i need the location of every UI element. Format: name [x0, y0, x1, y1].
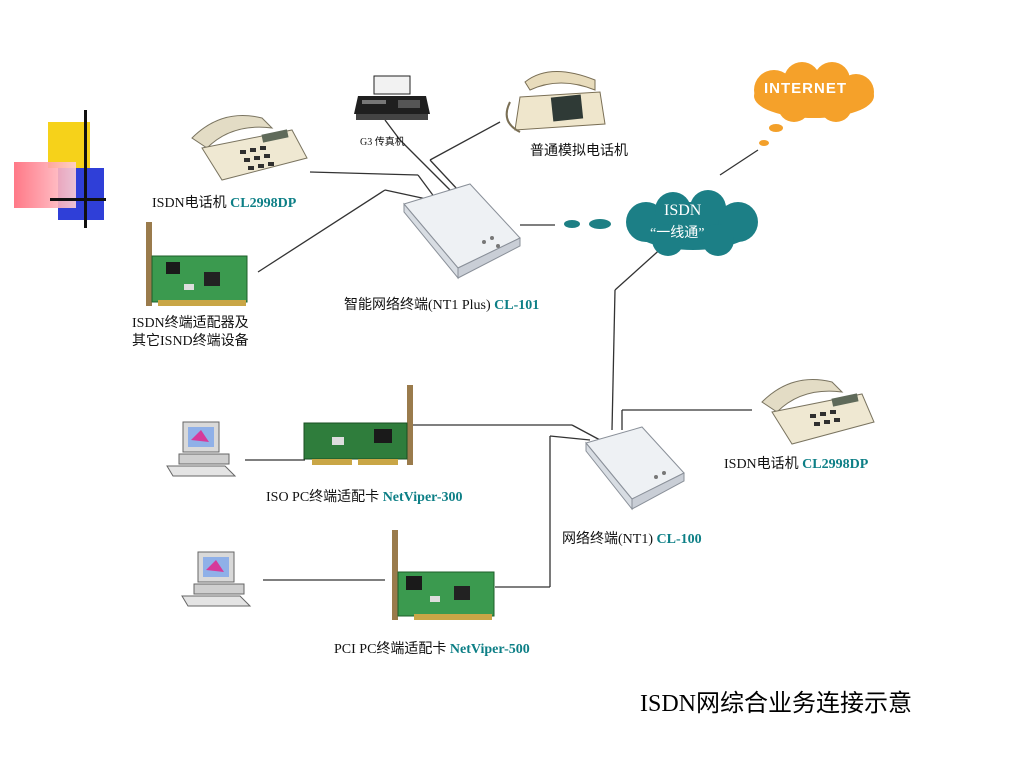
pci-card-label: PCI PC终端适配卡 NetViper-500 — [334, 638, 530, 658]
slide-caption: ISDN网综合业务连接示意 — [640, 691, 913, 717]
isdn-phone-top-text: ISDN电话机 — [152, 196, 231, 211]
internet-cloud — [754, 62, 874, 122]
isdn-phone-top-model: CL2998DP — [230, 196, 297, 211]
nt1-model: CL-100 — [656, 532, 702, 547]
isdn-cloud-title: ISDN — [664, 202, 702, 219]
pc-computer-2-icon — [181, 551, 252, 607]
isdn-terminal-adapter-card-icon — [146, 222, 248, 306]
iso-pc-adapter-card-icon — [303, 385, 413, 465]
iso-card-model: NetViper-300 — [382, 490, 463, 505]
pci-pc-adapter-card-icon — [392, 530, 495, 620]
nt1-label: 网络终端(NT1) CL-100 — [562, 528, 702, 548]
iso-card-text: ISO PC终端适配卡 — [266, 490, 383, 505]
pci-card-model: NetViper-500 — [449, 642, 530, 657]
isdn-phone-icon — [191, 115, 308, 181]
isdn-cloud — [626, 190, 758, 256]
isdn-phone-right-label: ISDN电话机 CL2998DP — [724, 453, 868, 473]
nt1-plus-label: 智能网络终端(NT1 Plus) CL-101 — [344, 294, 539, 314]
iso-card-label: ISO PC终端适配卡 NetViper-300 — [266, 486, 463, 506]
slide-decoration — [14, 110, 109, 230]
nt1-device-icon — [585, 426, 685, 511]
isdn-ta-label-line2: 其它ISND终端设备 — [132, 334, 249, 349]
fax-label: G3 传真机 — [360, 137, 405, 148]
pc-computer-icon — [166, 421, 237, 477]
isdn-phone-right-icon — [761, 379, 875, 445]
nt1-text: 网络终端(NT1) — [562, 532, 657, 547]
isdn-ta-label-line1: ISDN终端适配器及 — [132, 316, 249, 331]
analog-phone-icon — [505, 71, 606, 133]
nt1-plus-device-icon — [403, 183, 521, 280]
isdn-cloud-subtitle: “一线通” — [650, 226, 705, 241]
isdn-phone-right-model: CL2998DP — [802, 457, 869, 472]
pci-card-text: PCI PC终端适配卡 — [334, 642, 450, 657]
internet-label: INTERNET — [764, 80, 847, 97]
analog-phone-label: 普通模拟电话机 — [530, 144, 628, 159]
isdn-phone-top-label: ISDN电话机 CL2998DP — [152, 192, 296, 212]
isdn-phone-right-text: ISDN电话机 — [724, 457, 803, 472]
nt1-plus-model: CL-101 — [494, 298, 540, 313]
nt1-plus-text: 智能网络终端(NT1 Plus) — [344, 298, 495, 313]
fax-machine-icon — [354, 75, 430, 120]
